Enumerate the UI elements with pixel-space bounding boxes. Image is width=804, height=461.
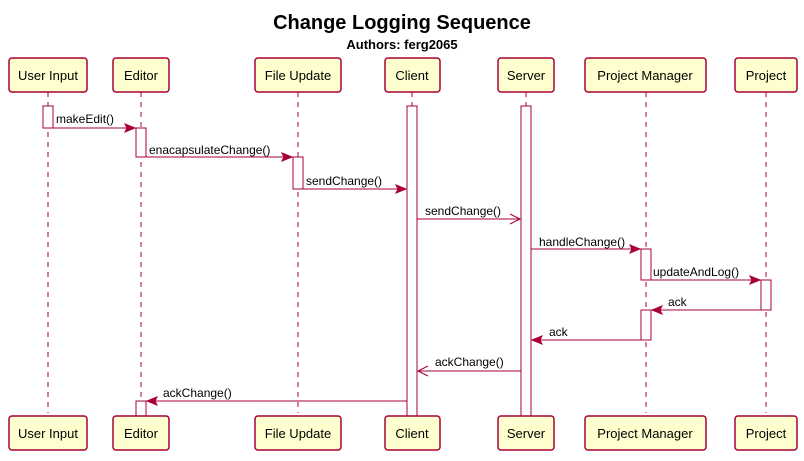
message-arrow: sendChange() bbox=[303, 174, 408, 194]
message-label: sendChange() bbox=[425, 204, 501, 218]
message-arrow: enacapsulateChange() bbox=[146, 143, 294, 162]
message-label: makeEdit() bbox=[56, 112, 114, 126]
participant-label: Project bbox=[746, 68, 787, 83]
message-arrow: updateAndLog() bbox=[651, 265, 762, 285]
message-arrow: sendChange() bbox=[417, 204, 522, 225]
messages: makeEdit() enacapsulateChange() sendChan… bbox=[53, 112, 762, 406]
participant-project-manager[interactable]: Project Manager bbox=[584, 415, 707, 451]
message-label: ackChange() bbox=[163, 386, 232, 400]
participant-project[interactable]: Project bbox=[734, 415, 798, 451]
participant-user-input[interactable]: User Input bbox=[8, 415, 88, 451]
participants-top: User Input Editor File Update Client Ser… bbox=[8, 57, 798, 93]
participant-project-manager[interactable]: Project Manager bbox=[584, 57, 707, 93]
activation-server bbox=[520, 105, 532, 417]
participant-label: Client bbox=[395, 68, 429, 83]
message-arrow: handleChange() bbox=[531, 235, 642, 254]
participant-editor[interactable]: Editor bbox=[112, 57, 170, 93]
message-label: handleChange() bbox=[539, 235, 625, 249]
diagram-title: Change Logging Sequence bbox=[273, 12, 531, 34]
message-arrow: makeEdit() bbox=[53, 112, 137, 133]
participant-label: Server bbox=[507, 68, 546, 83]
message-label: updateAndLog() bbox=[653, 265, 739, 279]
participant-client[interactable]: Client bbox=[384, 57, 441, 93]
participant-label: Client bbox=[395, 426, 429, 441]
activation-editor-1 bbox=[135, 127, 147, 158]
message-label: enacapsulateChange() bbox=[149, 143, 270, 157]
participant-project[interactable]: Project bbox=[734, 57, 798, 93]
message-label: ack bbox=[549, 325, 569, 339]
activation-client bbox=[406, 105, 418, 417]
message-label: ack bbox=[668, 295, 688, 309]
participant-label: File Update bbox=[265, 68, 331, 83]
activation-project bbox=[760, 279, 772, 311]
message-arrow: ackChange() bbox=[145, 386, 407, 406]
participant-server[interactable]: Server bbox=[497, 415, 555, 451]
activation-user-input bbox=[42, 105, 54, 129]
message-arrow: ack bbox=[650, 295, 761, 315]
message-arrow: ack bbox=[530, 325, 641, 345]
participant-label: Project bbox=[746, 426, 787, 441]
participants-bottom: User Input Editor File Update Client Ser… bbox=[8, 415, 798, 451]
activation-project-manager-1 bbox=[640, 248, 652, 281]
activation-project-manager-2 bbox=[640, 309, 652, 341]
message-label: sendChange() bbox=[306, 174, 382, 188]
participant-editor[interactable]: Editor bbox=[112, 415, 170, 451]
participant-label: User Input bbox=[18, 68, 78, 83]
participant-client[interactable]: Client bbox=[384, 415, 441, 451]
participant-label: Server bbox=[507, 426, 546, 441]
message-label: ackChange() bbox=[435, 355, 504, 369]
participant-server[interactable]: Server bbox=[497, 57, 555, 93]
participant-file-update[interactable]: File Update bbox=[254, 57, 342, 93]
message-arrow: ackChange() bbox=[416, 355, 521, 377]
participant-file-update[interactable]: File Update bbox=[254, 415, 342, 451]
participant-label: Editor bbox=[124, 426, 159, 441]
participant-user-input[interactable]: User Input bbox=[8, 57, 88, 93]
participant-label: Editor bbox=[124, 68, 159, 83]
participant-label: Project Manager bbox=[597, 68, 693, 83]
activation-file-update bbox=[292, 156, 304, 190]
participant-label: Project Manager bbox=[597, 426, 693, 441]
participant-label: File Update bbox=[265, 426, 331, 441]
activation-editor-2 bbox=[135, 400, 147, 417]
participant-label: User Input bbox=[18, 426, 78, 441]
diagram-subtitle: Authors: ferg2065 bbox=[346, 37, 457, 52]
